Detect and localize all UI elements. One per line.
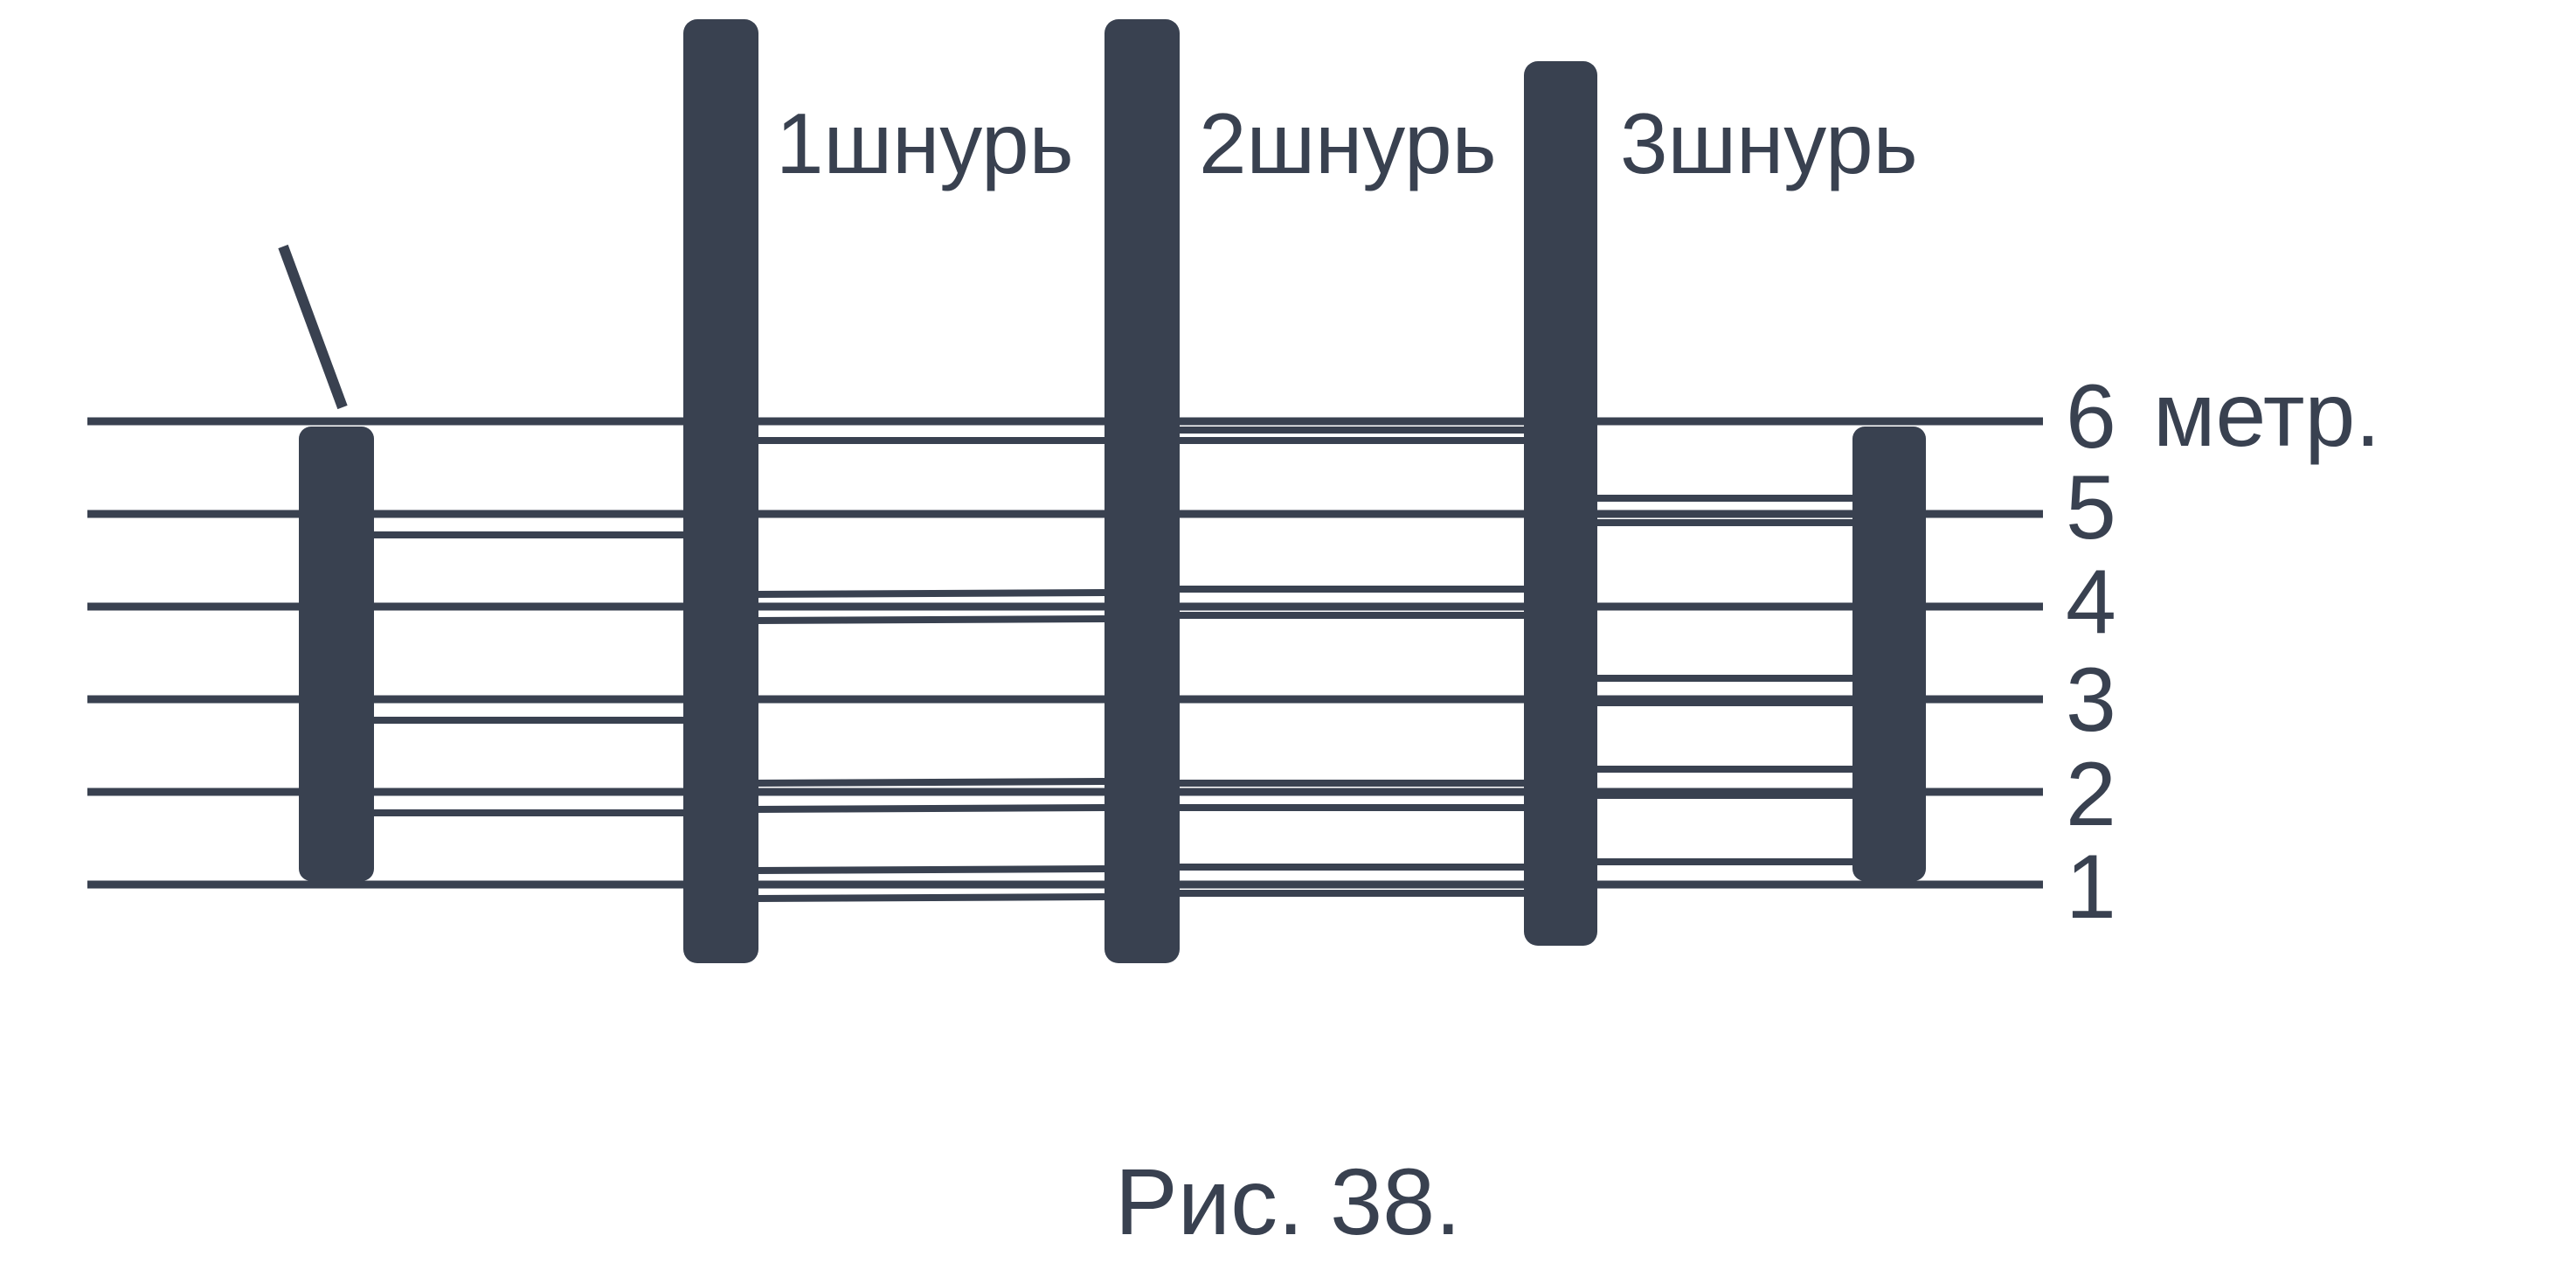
cord-label-3: 3шнурь [1620,95,1918,191]
wire [756,589,1105,598]
height-label-5: 5 [2066,457,2116,559]
level-lines [87,417,2043,889]
wire [756,778,1105,787]
height-label-3: 3 [2066,649,2116,751]
height-label-6: 6 [2066,366,2116,468]
left-post [299,427,374,881]
height-labels: 6 метр. 5 4 3 2 1 [2066,364,2380,938]
wire [756,865,1105,874]
cord-labels: 1шнурь 2шнурь 3шнурь [776,95,1918,191]
wire [756,615,1105,624]
wire [756,804,1105,813]
post-3 [1524,61,1597,946]
posts [299,19,1926,963]
pointer-mark [278,244,348,410]
unit-label: метр. [2153,364,2380,466]
height-label-4: 4 [2066,552,2116,653]
cord-wires [374,427,1852,902]
post-1 [683,19,758,963]
post-2 [1104,19,1180,963]
height-label-1: 1 [2066,836,2116,938]
figure-caption: Рис. 38. [1115,1148,1462,1254]
cord-label-1: 1шнурь [776,95,1074,191]
height-label-2: 2 [2066,744,2116,845]
wire [756,893,1105,902]
cord-label-2: 2шнурь [1199,95,1497,191]
right-post [1852,427,1926,881]
